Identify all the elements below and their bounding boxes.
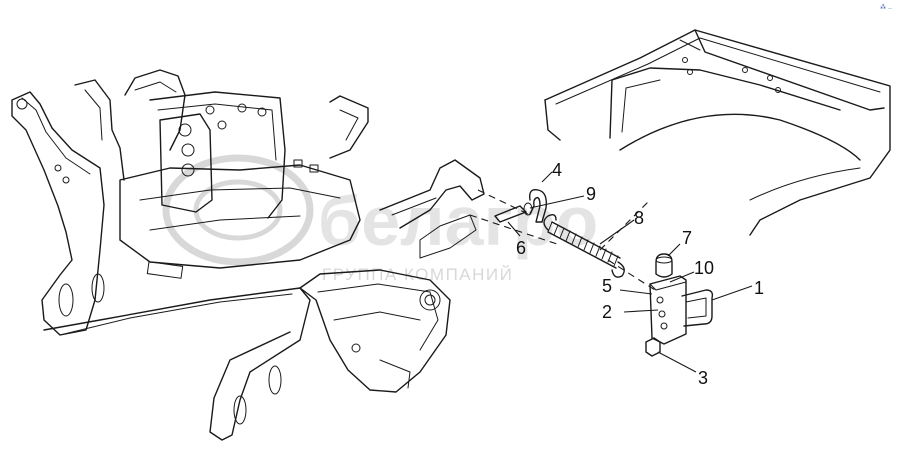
callout-2-leader: [623, 309, 659, 313]
callout-3-label: 3: [698, 368, 708, 388]
callout-5-leader: [619, 289, 653, 295]
callout-9-leader: [529, 195, 585, 209]
callout-6: 6: [507, 221, 526, 258]
callout-10-leader: [669, 271, 695, 283]
callout-5-label: 5: [602, 276, 612, 296]
watermark-logo-inner: [193, 179, 283, 241]
callout-9: 9: [529, 184, 596, 209]
callout-10-label: 10: [694, 258, 714, 278]
callout-10: 10: [669, 258, 714, 283]
callout-8-leader: [599, 219, 635, 245]
callout-3-leader: [657, 351, 697, 373]
watermark-logo-ring: [162, 154, 314, 266]
callout-4: 4: [541, 160, 562, 183]
spring-hook-assembly: [494, 189, 625, 278]
upper-beam: [544, 29, 891, 236]
callout-7-label: 7: [682, 228, 692, 248]
callout-3: 3: [657, 351, 708, 388]
assembly-guide-lines: [469, 189, 656, 291]
callout-9-label: 9: [586, 184, 596, 204]
tension-spring: [543, 213, 625, 278]
callout-4-leader: [541, 171, 553, 183]
callout-2-label: 2: [602, 302, 612, 322]
callout-4-label: 4: [552, 160, 562, 180]
callout-6-label: 6: [516, 238, 526, 258]
callout-7-leader: [667, 243, 681, 257]
watermark-logo: белагро ГРУППА КОМПАНИЙ: [162, 154, 598, 284]
callout-7: 7: [667, 228, 692, 257]
watermark-brand: белагро: [318, 182, 598, 260]
callout-1-label: 1: [754, 278, 764, 298]
corner-mark: ⁂ ‥: [880, 4, 892, 11]
watermark-tagline: ГРУППА КОМПАНИЙ: [322, 265, 513, 284]
callout-5: 5: [602, 276, 653, 296]
callout-8-label: 8: [634, 208, 644, 228]
callout-6-leader: [507, 221, 521, 237]
callout-8: 8: [599, 208, 644, 245]
bracket-assembly: [645, 253, 714, 357]
callout-2: 2: [602, 302, 659, 322]
callout-1-leader: [711, 285, 753, 301]
main-frame-assembly: [11, 69, 485, 441]
callout-1: 1: [711, 278, 764, 301]
